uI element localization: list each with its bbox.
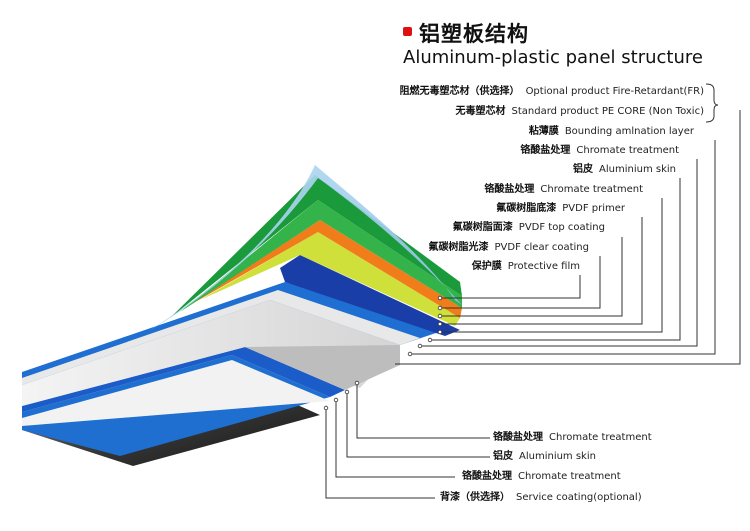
bottom-aluminium-strip [22,347,345,412]
title-chinese: 铝塑板结构 [419,22,529,46]
leader-lines [395,83,741,365]
connection-dots [323,295,443,411]
top-aluminium-highlight [22,290,420,385]
core-layer [22,300,400,406]
bottom-white-layer [22,360,330,426]
yellow-layer [200,232,460,326]
label-service-coating: 背漆（供选择）Service coating(optional) [440,492,642,503]
title-english: Aluminum-plastic panel structure [403,47,703,68]
top-aluminium-dark [280,255,460,336]
bottom-leader-lines [325,383,490,499]
title-bullet-icon [403,27,412,36]
top-aluminium-layer [22,282,445,385]
core-front-face [245,345,400,390]
label-fire-retardant-core: 阻燃无毒塑芯材（供选择）Optional product Fire-Retard… [399,86,704,97]
